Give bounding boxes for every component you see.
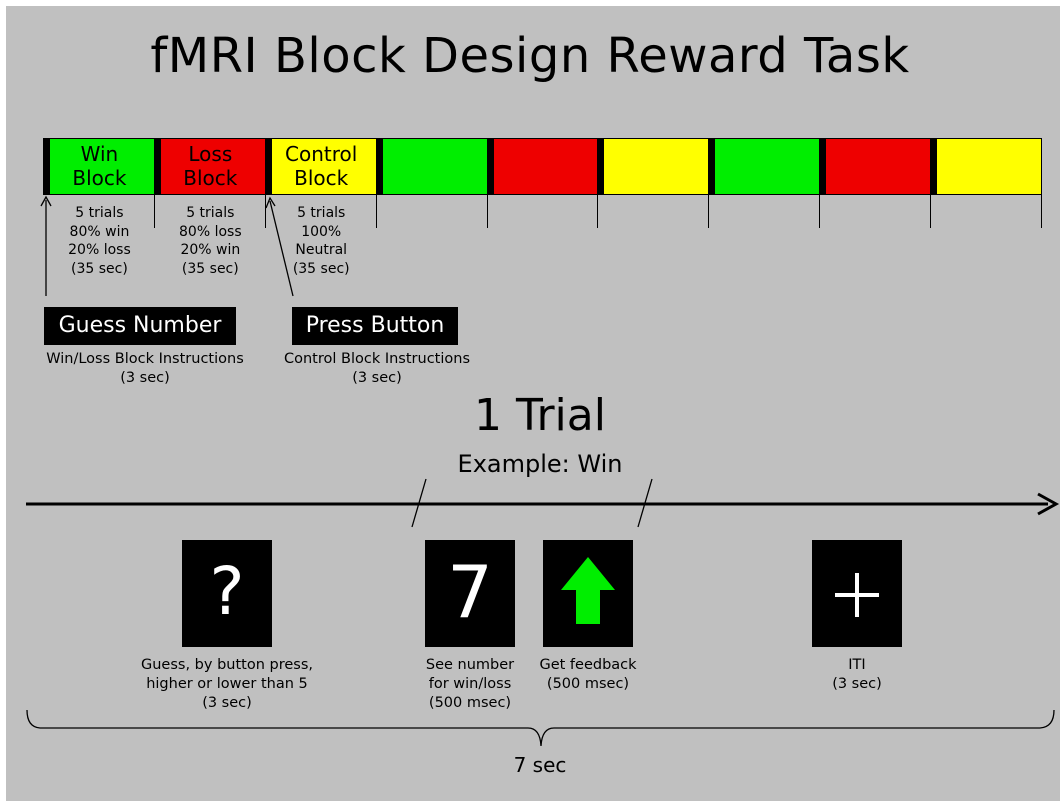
green-up-arrow-icon bbox=[543, 540, 633, 647]
block-boundary-tick bbox=[486, 195, 488, 228]
instruction-marker bbox=[375, 138, 383, 195]
guess-number-instruction-box: Guess Number bbox=[44, 307, 236, 345]
press-button-instruction-box: Press Button bbox=[292, 307, 458, 345]
trial-heading: 1 Trial bbox=[474, 390, 606, 441]
time-axis-arrowhead bbox=[1037, 492, 1060, 516]
trial-subheading: Example: Win bbox=[457, 450, 623, 478]
instruction-marker bbox=[819, 138, 827, 195]
guess-step-caption: Guess, by button press,higher or lower t… bbox=[141, 657, 313, 711]
block-boundary-tick bbox=[1041, 195, 1042, 228]
block-boundary-tick bbox=[708, 195, 710, 228]
trial-duration-label: 7 sec bbox=[513, 753, 567, 777]
block-boundary-tick bbox=[819, 195, 821, 228]
block-boundary-tick bbox=[264, 195, 266, 228]
block-win-4 bbox=[376, 138, 488, 195]
instruction-marker bbox=[264, 138, 272, 195]
feedback-step-caption: Get feedback(500 msec) bbox=[539, 657, 637, 692]
instruction-marker bbox=[930, 138, 938, 195]
page-title: fMRI Block Design Reward Task bbox=[150, 28, 910, 84]
block-boundary-tick bbox=[597, 195, 599, 228]
instruction-marker bbox=[486, 138, 494, 195]
time-break-mark-right bbox=[637, 478, 653, 528]
time-break-mark-left bbox=[411, 478, 427, 528]
instruction-marker bbox=[597, 138, 605, 195]
instruction-marker bbox=[708, 138, 716, 195]
instruction-marker bbox=[153, 138, 161, 195]
block-loss-5 bbox=[487, 138, 599, 195]
instruction-marker bbox=[43, 138, 50, 195]
block-boundary-tick bbox=[375, 195, 377, 228]
control-instruction-pointer bbox=[269, 200, 294, 297]
control-instructions-caption: Control Block Instructions(3 sec) bbox=[283, 351, 470, 386]
number-seven-icon: 7 bbox=[425, 540, 515, 647]
iti-step-caption: ITI(3 sec) bbox=[832, 657, 882, 692]
block-boundary-tick bbox=[930, 195, 932, 228]
fixation-cross-icon bbox=[812, 540, 902, 647]
block-boundary-tick bbox=[153, 195, 155, 228]
win-loss-instructions-caption: Win/Loss Block Instructions(3 sec) bbox=[46, 351, 244, 386]
block-control-6 bbox=[598, 138, 710, 195]
block-win-7 bbox=[709, 138, 821, 195]
block-control-9 bbox=[931, 138, 1042, 195]
trial-duration-brace bbox=[26, 709, 1055, 747]
block-loss-8 bbox=[820, 138, 932, 195]
question-mark-icon: ? bbox=[182, 540, 272, 647]
